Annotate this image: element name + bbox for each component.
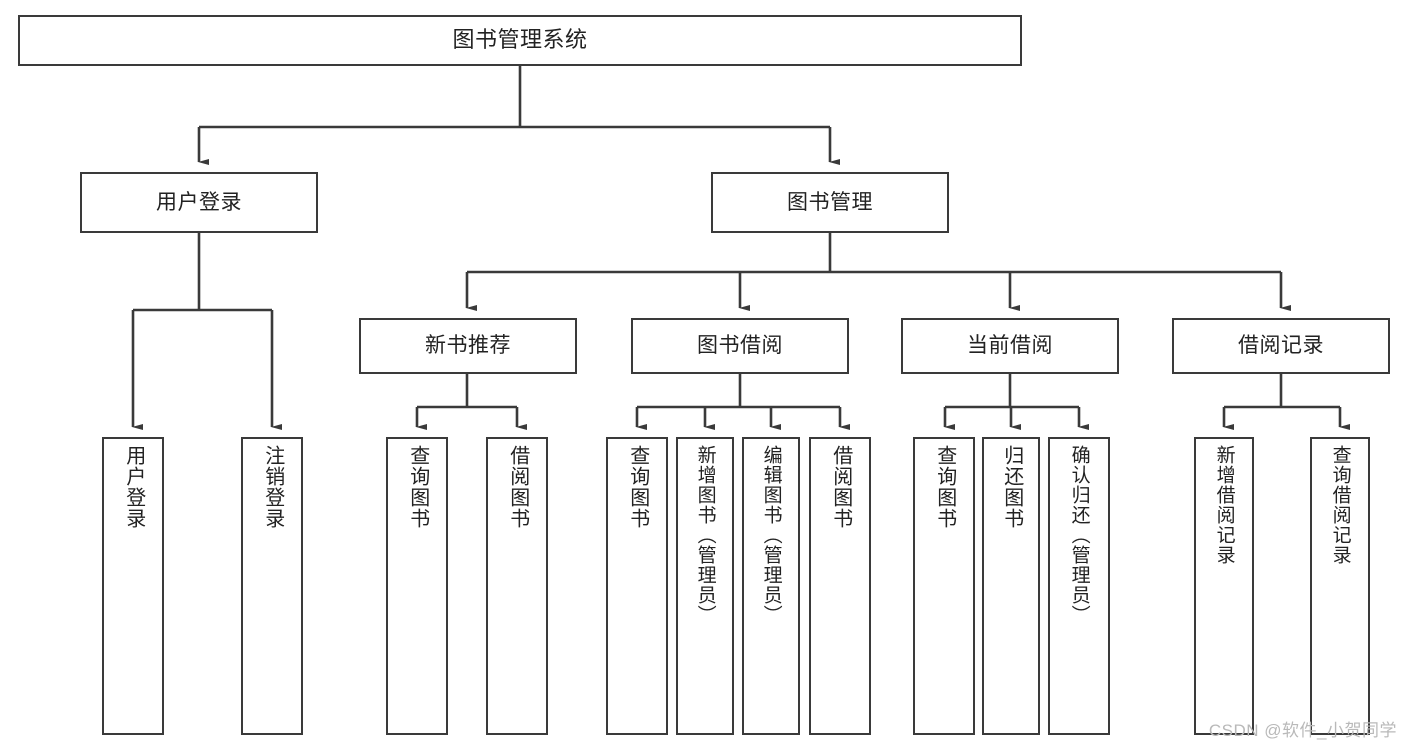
leaf-label: 新增图书（管理员）	[694, 445, 716, 625]
node-user-login[interactable]: 用户登录	[80, 172, 318, 233]
leaf-user-login-0[interactable]: 用户登录	[102, 437, 164, 735]
node-label: 新书推荐	[425, 334, 511, 358]
node-label: 用户登录	[156, 190, 242, 214]
node-book-management[interactable]: 图书管理	[711, 172, 949, 233]
leaf-label: 查询图书	[626, 445, 649, 529]
leaf-label: 确认归还（管理员）	[1068, 445, 1090, 625]
node-new-book-recommend[interactable]: 新书推荐	[359, 318, 577, 374]
leaf-label: 新增借阅记录	[1213, 445, 1235, 565]
leaf-borrow-record-1[interactable]: 查询借阅记录	[1310, 437, 1370, 735]
leaf-book-borrow-3[interactable]: 借阅图书	[809, 437, 871, 735]
leaf-label: 查询图书	[406, 445, 429, 529]
node-label: 借阅记录	[1238, 334, 1324, 358]
leaf-label: 编辑图书（管理员）	[760, 445, 782, 625]
node-borrow-record[interactable]: 借阅记录	[1172, 318, 1390, 374]
leaf-label: 用户登录	[122, 445, 145, 529]
leaf-label: 归还图书	[1000, 445, 1023, 529]
leaf-book-borrow-1[interactable]: 新增图书（管理员）	[676, 437, 734, 735]
leaf-book-borrow-0[interactable]: 查询图书	[606, 437, 668, 735]
leaf-current-borrow-0[interactable]: 查询图书	[913, 437, 975, 735]
node-current-borrow[interactable]: 当前借阅	[901, 318, 1119, 374]
node-label: 图书管理	[787, 190, 873, 214]
node-label: 当前借阅	[967, 334, 1053, 358]
leaf-current-borrow-1[interactable]: 归还图书	[982, 437, 1040, 735]
leaf-label: 借阅图书	[506, 445, 529, 529]
leaf-label: 借阅图书	[829, 445, 852, 529]
node-book-borrow[interactable]: 图书借阅	[631, 318, 849, 374]
node-label: 图书借阅	[697, 334, 783, 358]
node-label: 图书管理系统	[452, 27, 588, 53]
leaf-new-book-recommend-0[interactable]: 查询图书	[386, 437, 448, 735]
leaf-book-borrow-2[interactable]: 编辑图书（管理员）	[742, 437, 800, 735]
leaf-borrow-record-0[interactable]: 新增借阅记录	[1194, 437, 1254, 735]
leaf-label: 查询借阅记录	[1329, 445, 1351, 565]
node-root-system[interactable]: 图书管理系统	[18, 15, 1022, 66]
csdn-watermark: CSDN @软件_小贺同学	[1208, 721, 1397, 740]
leaf-label: 注销登录	[261, 445, 284, 529]
leaf-new-book-recommend-1[interactable]: 借阅图书	[486, 437, 548, 735]
leaf-current-borrow-2[interactable]: 确认归还（管理员）	[1048, 437, 1110, 735]
leaf-label: 查询图书	[933, 445, 956, 529]
leaf-user-login-1[interactable]: 注销登录	[241, 437, 303, 735]
